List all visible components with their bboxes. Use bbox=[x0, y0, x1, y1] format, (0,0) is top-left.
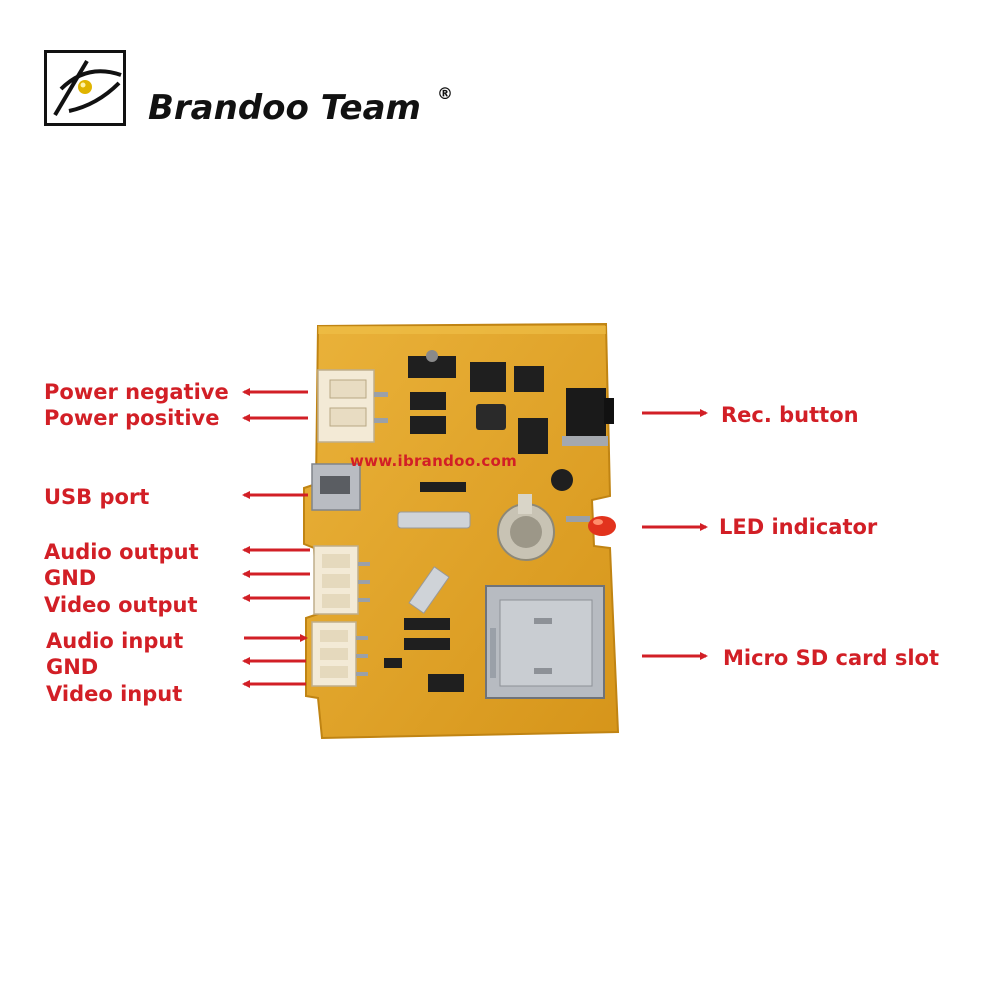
brand-logo-box bbox=[44, 50, 126, 126]
label-micro-sd-slot: Micro SD card slot bbox=[723, 646, 939, 670]
pcb-board: www.ibrandoo.com bbox=[300, 318, 620, 750]
usb-port-part bbox=[311, 463, 361, 511]
eye-logo-icon bbox=[53, 59, 122, 117]
label-power-negative: Power negative bbox=[44, 380, 229, 404]
label-audio-input: Audio input bbox=[46, 629, 184, 653]
power-connector bbox=[317, 369, 388, 443]
board-url-text: www.ibrandoo.com bbox=[350, 452, 518, 470]
label-gnd-output: GND bbox=[44, 566, 97, 590]
pcb-board-graphic bbox=[303, 322, 620, 740]
label-usb-port: USB port bbox=[44, 485, 150, 509]
registered-mark: ® bbox=[437, 84, 453, 103]
led-part bbox=[566, 516, 616, 536]
rec-button-part bbox=[562, 388, 614, 446]
label-video-output: Video output bbox=[44, 593, 198, 617]
brand-name: Brandoo Team bbox=[148, 88, 421, 128]
av-output-connector bbox=[313, 545, 370, 615]
label-power-positive: Power positive bbox=[44, 406, 220, 430]
av-input-connector bbox=[311, 621, 368, 687]
micro-sd-slot-part bbox=[485, 585, 605, 699]
battery-part bbox=[497, 494, 555, 561]
label-video-input: Video input bbox=[46, 682, 183, 706]
label-audio-output: Audio output bbox=[44, 540, 199, 564]
label-rec-button: Rec. button bbox=[721, 403, 859, 427]
label-gnd-input: GND bbox=[46, 655, 99, 679]
label-led-indicator: LED indicator bbox=[719, 515, 878, 539]
